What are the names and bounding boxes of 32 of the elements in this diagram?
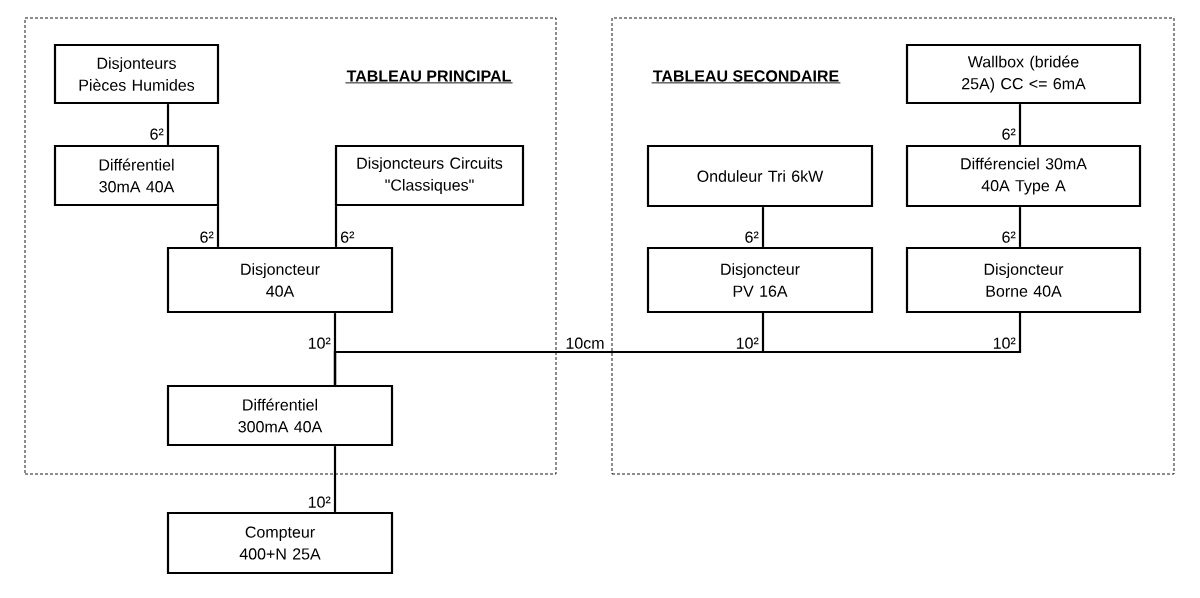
device-box: Différenciel 30mA 40A Type A xyxy=(905,144,1142,208)
wire-size-label: 10² xyxy=(308,496,331,508)
wire-size-label: 6² xyxy=(745,231,759,243)
wire xyxy=(1018,104,1022,145)
wire-size-label: 6² xyxy=(341,231,355,243)
wire xyxy=(333,313,1022,385)
device-box: Disjoncteurs Circuits "Classiques" xyxy=(334,144,525,207)
device-box: Disjonteurs Pièces Humides xyxy=(53,43,220,105)
device-box: Différentiel 300mA 40A xyxy=(166,384,394,447)
device-box: Disjoncteur PV 16A xyxy=(646,246,874,314)
panel-heading: TABLEAU PRINCIPAL xyxy=(345,70,514,84)
wire xyxy=(334,206,338,247)
wire-size-label: 10² xyxy=(736,337,759,349)
wire-size-label: 6² xyxy=(200,231,214,243)
device-box: Différentiel 30mA 40A xyxy=(53,144,220,207)
wire-size-label: 6² xyxy=(150,128,164,140)
device-box: Compteur 400+N 25A xyxy=(166,511,394,575)
wire xyxy=(761,207,765,247)
wire xyxy=(333,446,337,512)
device-box: Wallbox (bridée 25A) CC <= 6mA xyxy=(905,43,1142,105)
distance-label: 10cm xyxy=(566,337,604,349)
wire-size-label: 10² xyxy=(993,337,1016,349)
device-box: Disjoncteur 40A xyxy=(166,246,394,314)
wire-size-label: 10² xyxy=(308,337,331,349)
panel-heading: TABLEAU SECONDAIRE xyxy=(651,70,841,84)
device-box: Disjoncteur Borne 40A xyxy=(905,246,1142,314)
wire-size-label: 6² xyxy=(1002,231,1016,243)
wire xyxy=(1018,207,1022,247)
wire xyxy=(166,104,170,145)
wire-size-label: 6² xyxy=(1002,128,1016,140)
device-box: Onduleur Tri 6kW xyxy=(646,144,874,208)
wire xyxy=(216,206,220,247)
